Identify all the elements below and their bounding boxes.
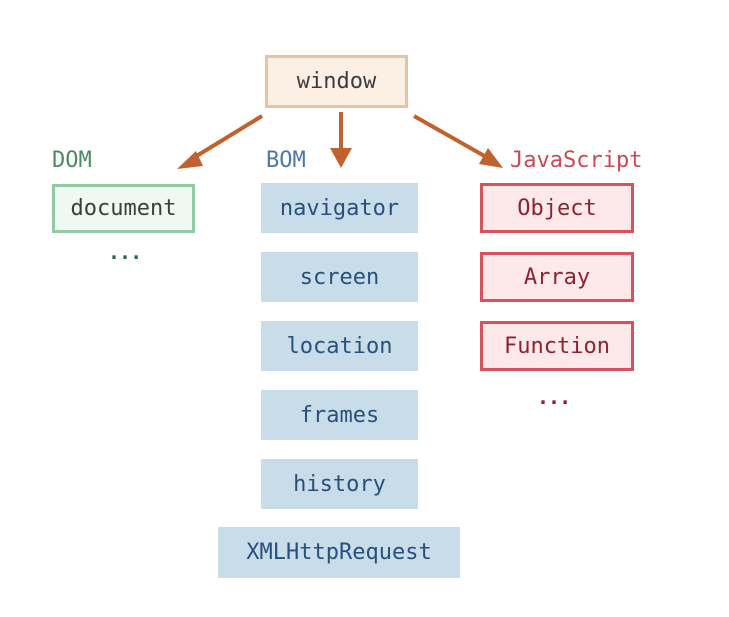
bom-item-screen: screen xyxy=(261,252,418,302)
bom-item-frames: frames xyxy=(261,390,418,440)
bom-item-label: XMLHttpRequest xyxy=(246,540,432,565)
dom-item-document: document xyxy=(52,184,195,233)
bom-item-location: location xyxy=(261,321,418,371)
dom-group-title: DOM xyxy=(52,148,92,173)
dom-item-label: document xyxy=(70,196,177,221)
window-node: window xyxy=(265,55,408,108)
window-node-label: window xyxy=(296,69,377,94)
bom-item-label: navigator xyxy=(279,195,400,221)
javascript-item-label: Array xyxy=(523,264,591,290)
bom-item-label: screen xyxy=(299,264,380,290)
javascript-item-label: Object xyxy=(517,195,597,221)
javascript-item-function: Function xyxy=(480,321,634,371)
arrow-head-bom xyxy=(330,148,352,168)
bom-item-label: location xyxy=(286,333,393,359)
arrow-head-dom xyxy=(177,151,203,169)
dom-ellipsis: ... xyxy=(108,240,142,264)
bom-item-label: history xyxy=(293,471,386,497)
bom-group-title: BOM xyxy=(266,148,306,173)
bom-item-history: history xyxy=(261,459,418,509)
javascript-item-object: Object xyxy=(480,183,634,233)
javascript-item-label: Function xyxy=(504,333,610,359)
bom-item-label: frames xyxy=(299,402,380,428)
arrow-window-to-javascript xyxy=(413,114,489,160)
javascript-item-array: Array xyxy=(480,252,634,302)
arrow-head-javascript xyxy=(479,148,503,168)
bom-item-xmlhttprequest: XMLHttpRequest xyxy=(218,527,460,578)
javascript-group-title: JavaScript xyxy=(510,148,643,173)
javascript-ellipsis: ... xyxy=(537,385,571,409)
bom-item-navigator: navigator xyxy=(261,183,418,233)
arrow-window-to-dom xyxy=(188,114,264,162)
